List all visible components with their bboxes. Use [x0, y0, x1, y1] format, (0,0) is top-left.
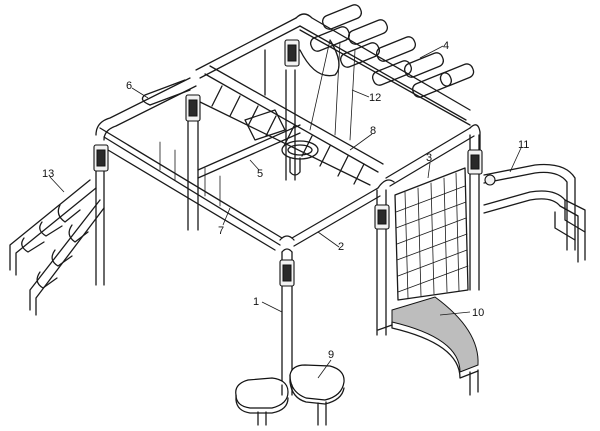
stepping-plates-9	[235, 364, 345, 426]
top-frame	[95, 13, 481, 247]
swing-ropes	[281, 39, 356, 176]
label-7: 7	[218, 225, 224, 237]
leader-7	[222, 207, 231, 226]
label-10: 10	[472, 307, 484, 319]
label-2: 2	[338, 241, 344, 253]
leader-1	[261, 301, 283, 313]
clamp-left-post-inner	[96, 149, 106, 167]
leader-11	[509, 147, 522, 173]
side-rail-panel	[107, 141, 276, 251]
leader-10	[439, 311, 471, 316]
label-8: 8	[370, 125, 376, 137]
label-1: 1	[253, 296, 259, 308]
label-5: 5	[257, 168, 263, 180]
label-9: 9	[328, 349, 334, 361]
reference-numerals: 1 2 3 4 5 6 7 8 9 10 11 12 13	[42, 40, 529, 361]
leader-2	[317, 231, 340, 248]
side-ladder-11	[483, 163, 586, 263]
leader-3	[427, 162, 431, 179]
clamp-front-post-inner	[282, 264, 292, 282]
leader-12	[351, 89, 370, 98]
leader-9	[317, 359, 332, 379]
climbing-ladder-13	[9, 179, 105, 316]
overhead-loops	[309, 4, 475, 98]
label-13: 13	[42, 168, 54, 180]
leader-4	[419, 45, 444, 59]
label-12: 12	[369, 92, 381, 104]
leader-8	[349, 133, 373, 151]
label-3: 3	[426, 152, 432, 164]
label-6: 6	[126, 80, 132, 92]
clamp-back-left-post-inner	[188, 99, 198, 117]
leader-13	[49, 176, 65, 193]
leader-5	[249, 159, 260, 171]
inner-crossbar	[197, 124, 301, 179]
climbing-net-3	[394, 167, 469, 301]
back-rings	[244, 39, 340, 141]
clamp-right-back-post-inner	[470, 154, 480, 170]
post-left	[95, 164, 105, 286]
clamp-back-center-post-inner	[287, 44, 297, 62]
leader-6	[131, 87, 149, 99]
bolt-right	[484, 174, 496, 186]
clamp-right-post-inner	[377, 209, 387, 225]
clamps	[93, 39, 496, 287]
label-4: 4	[443, 40, 449, 52]
label-11: 11	[518, 139, 529, 151]
monkey-bar-rungs	[211, 85, 365, 185]
slide-plate-10	[377, 296, 479, 396]
post-back-left	[187, 109, 199, 231]
leader-lines	[49, 45, 522, 379]
